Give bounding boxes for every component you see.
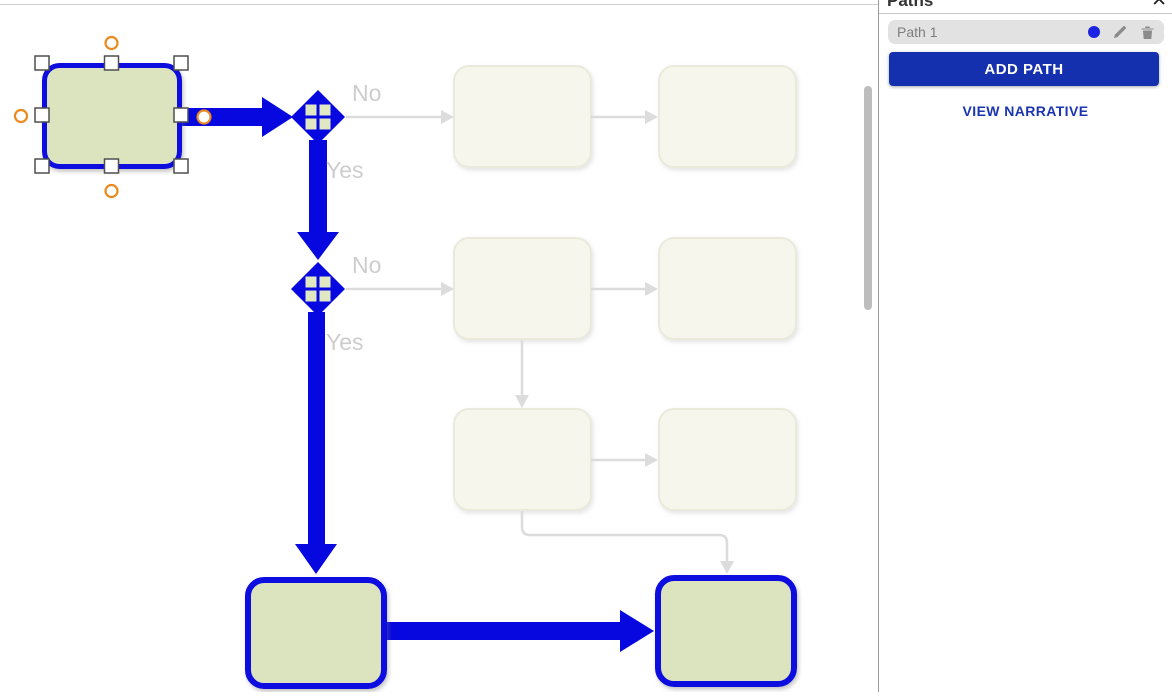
- decision-node-1[interactable]: [291, 90, 345, 144]
- resize-handle-bottom-left[interactable]: [34, 158, 50, 174]
- edge-label-decision2-yes: Yes: [326, 329, 364, 355]
- resize-handle-right[interactable]: [173, 107, 189, 123]
- panel-separator: [879, 13, 1172, 14]
- inactive-node-row2-left[interactable]: [453, 237, 592, 340]
- connector-row1-left-right: [591, 110, 658, 124]
- delete-icon[interactable]: [1140, 24, 1155, 40]
- connector-row3-left-right: [591, 453, 658, 467]
- connector-row3-endnode-elbow: [520, 511, 734, 574]
- path-list-item[interactable]: Path 1: [888, 20, 1164, 44]
- selection-handles[interactable]: [34, 55, 189, 174]
- decision-node-2[interactable]: [291, 262, 345, 316]
- resize-handle-bottom[interactable]: [103, 158, 120, 174]
- connection-ports[interactable]: [13, 35, 212, 199]
- port-bottom[interactable]: [104, 183, 119, 199]
- inactive-node-row3-right[interactable]: [658, 408, 797, 511]
- flowchart-svg: No Yes No Yes: [13, 35, 797, 689]
- close-icon[interactable]: ✕: [1151, 0, 1167, 10]
- edit-icon[interactable]: [1112, 24, 1128, 40]
- port-left[interactable]: [13, 108, 29, 124]
- selected-start-node[interactable]: [42, 63, 182, 169]
- paths-panel: Paths ✕ Path 1 ADD PATH VIEW NARRATIVE: [878, 0, 1172, 692]
- canvas-scrollbar[interactable]: [864, 86, 872, 310]
- edge-label-decision2-no: No: [352, 252, 381, 278]
- flowchart-canvas[interactable]: No Yes No Yes: [0, 0, 878, 692]
- path-arrow-decision2-yes[interactable]: [295, 312, 337, 574]
- active-node-bottom-left[interactable]: [245, 577, 387, 689]
- resize-handle-top-right[interactable]: [173, 55, 189, 71]
- view-narrative-link[interactable]: VIEW NARRATIVE: [962, 103, 1089, 119]
- add-path-button[interactable]: ADD PATH: [889, 52, 1159, 86]
- connector-decision1-no: [346, 110, 454, 124]
- connector-row2-row3: [515, 340, 529, 408]
- port-right-connected[interactable]: [196, 109, 212, 125]
- resize-handle-left[interactable]: [34, 107, 50, 123]
- active-node-bottom-right[interactable]: [655, 575, 797, 687]
- inactive-node-row1-left[interactable]: [453, 65, 592, 168]
- resize-handle-bottom-right[interactable]: [173, 158, 189, 174]
- edge-label-decision1-no: No: [352, 80, 381, 106]
- port-top[interactable]: [104, 35, 119, 51]
- path-arrow-bottom-left-right[interactable]: [387, 610, 654, 652]
- resize-handle-top-left[interactable]: [34, 55, 50, 71]
- path-color-dot[interactable]: [1088, 26, 1100, 38]
- connector-row2-left-right: [591, 282, 658, 296]
- path-name-label: Path 1: [897, 24, 938, 40]
- canvas-top-border: [0, 4, 878, 5]
- path-arrow-decision1-yes[interactable]: [297, 140, 339, 260]
- connector-decision2-no: [346, 282, 454, 296]
- edge-label-decision1-yes: Yes: [326, 157, 364, 183]
- inactive-node-row2-right[interactable]: [658, 237, 797, 340]
- resize-handle-top[interactable]: [103, 55, 120, 71]
- inactive-node-row1-right[interactable]: [658, 65, 797, 168]
- panel-title: Paths: [887, 0, 934, 10]
- inactive-node-row3-left[interactable]: [453, 408, 592, 511]
